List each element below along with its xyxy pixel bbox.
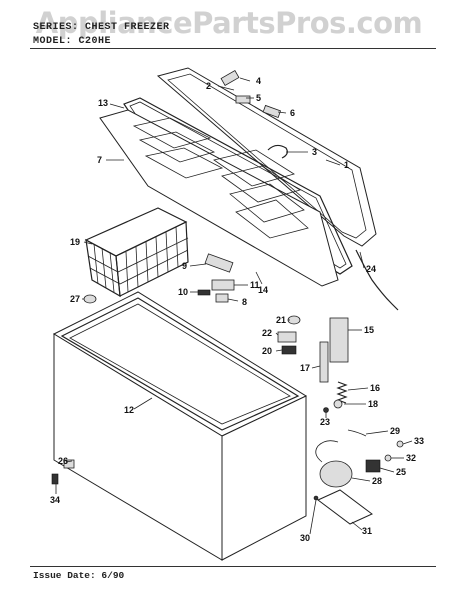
- hinge-pin-10: [197, 289, 211, 296]
- switch-20: [281, 345, 297, 355]
- spring-16: [336, 381, 348, 404]
- relay-25: [365, 459, 381, 473]
- callout-25: 25: [396, 467, 406, 477]
- series-label: SERIES: CHEST FREEZER: [33, 22, 170, 33]
- callout-7: 7: [97, 155, 102, 165]
- issue-date: Issue Date: 6/90: [33, 570, 125, 581]
- callout-27: 27: [70, 294, 80, 304]
- callout-28: 28: [372, 476, 382, 486]
- footer-rule: [30, 566, 436, 567]
- callout-23: 23: [320, 417, 330, 427]
- callout-20: 20: [262, 346, 272, 356]
- callout-9: 9: [182, 261, 187, 271]
- model-label: MODEL: C20HE: [33, 36, 112, 47]
- hinge-part-5: [235, 95, 251, 104]
- lid-liner-ribs: [132, 117, 309, 239]
- callout-30: 30: [300, 533, 310, 543]
- callout-3: 3: [312, 147, 317, 157]
- thermostat-bracket-15: [329, 317, 349, 363]
- callout-18: 18: [368, 399, 378, 409]
- freezer-cabinet: [52, 291, 308, 561]
- washer-18: [333, 399, 343, 409]
- callout-12: 12: [124, 405, 134, 415]
- foot-26: [63, 459, 75, 469]
- power-cord: [355, 249, 399, 311]
- compressor: [319, 460, 353, 488]
- hinge-bracket-11: [211, 279, 235, 291]
- callout-2: 2: [206, 81, 211, 91]
- callout-8: 8: [242, 297, 247, 307]
- screw-23: [323, 407, 329, 413]
- callout-33: 33: [414, 436, 424, 446]
- callout-31: 31: [362, 526, 372, 536]
- callout-17: 17: [300, 363, 310, 373]
- control-panel-17: [319, 341, 329, 383]
- hinge-block-8: [215, 293, 229, 303]
- lid-liner: [99, 109, 339, 287]
- hinge-bracket-9: [204, 253, 234, 273]
- screw-30: [313, 495, 319, 501]
- callout-26: 26: [58, 456, 68, 466]
- capillary-29: [347, 429, 367, 437]
- callout-13: 13: [98, 98, 108, 108]
- hinge-part-3: [267, 144, 288, 159]
- leader-lines: [55, 77, 413, 535]
- hinge-part-6: [262, 104, 282, 119]
- callout-19: 19: [70, 237, 80, 247]
- callout-14: 14: [258, 285, 268, 295]
- header-rule: [30, 48, 436, 49]
- callout-32: 32: [406, 453, 416, 463]
- callouts: 2 4 5 6 3 1 13 7 19 9 10 11 8 14 27 12 2…: [50, 76, 424, 543]
- callout-34: 34: [50, 495, 60, 505]
- hinge-part-4: [220, 69, 240, 87]
- callout-16: 16: [370, 383, 380, 393]
- compressor-base: [317, 489, 373, 525]
- callout-5: 5: [256, 93, 261, 103]
- terminal-33: [396, 440, 404, 448]
- callout-29: 29: [390, 426, 400, 436]
- callout-6: 6: [290, 108, 295, 118]
- callout-24: 24: [366, 264, 376, 274]
- compressor-tubes: [315, 440, 339, 463]
- bracket-22: [277, 331, 297, 343]
- wire-basket: [84, 207, 189, 298]
- callout-1: 1: [344, 160, 349, 170]
- lid-outer-inner-edge: [167, 73, 367, 239]
- callout-4: 4: [256, 76, 261, 86]
- callout-22: 22: [262, 328, 272, 338]
- watermark: AppliancePartsPros.com: [35, 6, 423, 40]
- callout-10: 10: [178, 287, 188, 297]
- terminal-32: [384, 454, 392, 462]
- callout-11: 11: [250, 280, 260, 290]
- foot-34: [51, 473, 59, 485]
- callout-21: 21: [276, 315, 286, 325]
- callout-15: 15: [364, 325, 374, 335]
- drain-plug: [83, 294, 97, 304]
